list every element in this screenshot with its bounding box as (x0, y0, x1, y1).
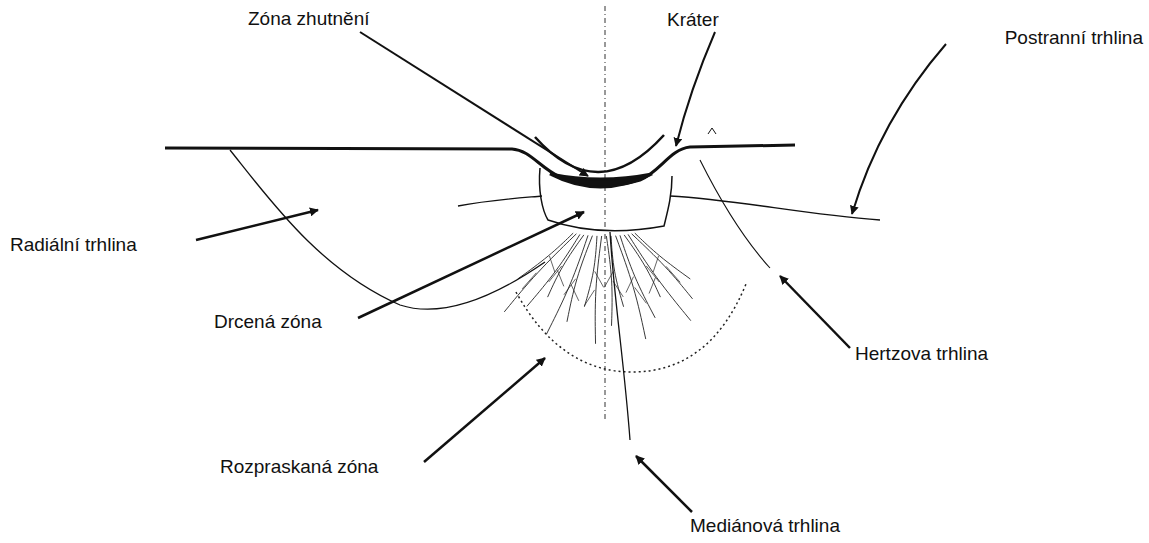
leader-line (196, 210, 318, 240)
fine-crack-branch (646, 266, 659, 282)
part-label: Kráter (667, 9, 719, 31)
fine-crack-branch (549, 266, 562, 282)
leader-line (780, 276, 850, 348)
radial-crack (230, 150, 545, 309)
lateral-crack-left (458, 196, 542, 206)
leader-line (424, 358, 545, 462)
crushed-zone-outline (539, 168, 672, 231)
compaction-zone (550, 174, 652, 187)
part-label: Postranní trhlina (1005, 27, 1143, 49)
fine-crack (635, 233, 690, 279)
median-crack (610, 232, 630, 440)
part-label: Mediánová trhlina (690, 515, 840, 537)
fine-crack-branch (564, 279, 576, 295)
fine-crack-branch (666, 266, 680, 282)
part-label: Zóna zhutnění (248, 8, 369, 30)
hertz-crack (700, 160, 770, 268)
part-label: Hertzova trhlina (855, 343, 988, 365)
fine-crack (546, 235, 588, 334)
leader-line (360, 32, 588, 176)
crack-fan (504, 233, 692, 344)
leader-line (852, 44, 946, 214)
fine-crack-branch (549, 256, 554, 272)
part-label: Rozpraskaná zóna (220, 456, 378, 478)
cracked-zone-boundary (516, 284, 746, 372)
crater-arc (535, 135, 664, 172)
fine-crack-branch (635, 287, 647, 303)
leader-line (358, 212, 584, 318)
fine-crack-branch (557, 270, 563, 286)
fine-crack (584, 236, 597, 307)
fine-crack (628, 234, 691, 320)
fine-crack-branch (571, 285, 579, 301)
surface-line (165, 145, 795, 185)
lateral-crack-right (670, 196, 880, 220)
symmetry-axis (605, 6, 606, 420)
fine-crack-branch (595, 271, 604, 287)
fine-crack (620, 235, 655, 318)
part-label: Radiální trhlina (10, 234, 137, 256)
small-mark (708, 128, 716, 134)
part-label: Drcená zóna (214, 311, 322, 333)
fine-crack (527, 234, 580, 306)
fine-crack (616, 236, 646, 339)
leader-line (676, 32, 715, 146)
fine-crack (624, 235, 660, 297)
leader-line (636, 456, 692, 512)
